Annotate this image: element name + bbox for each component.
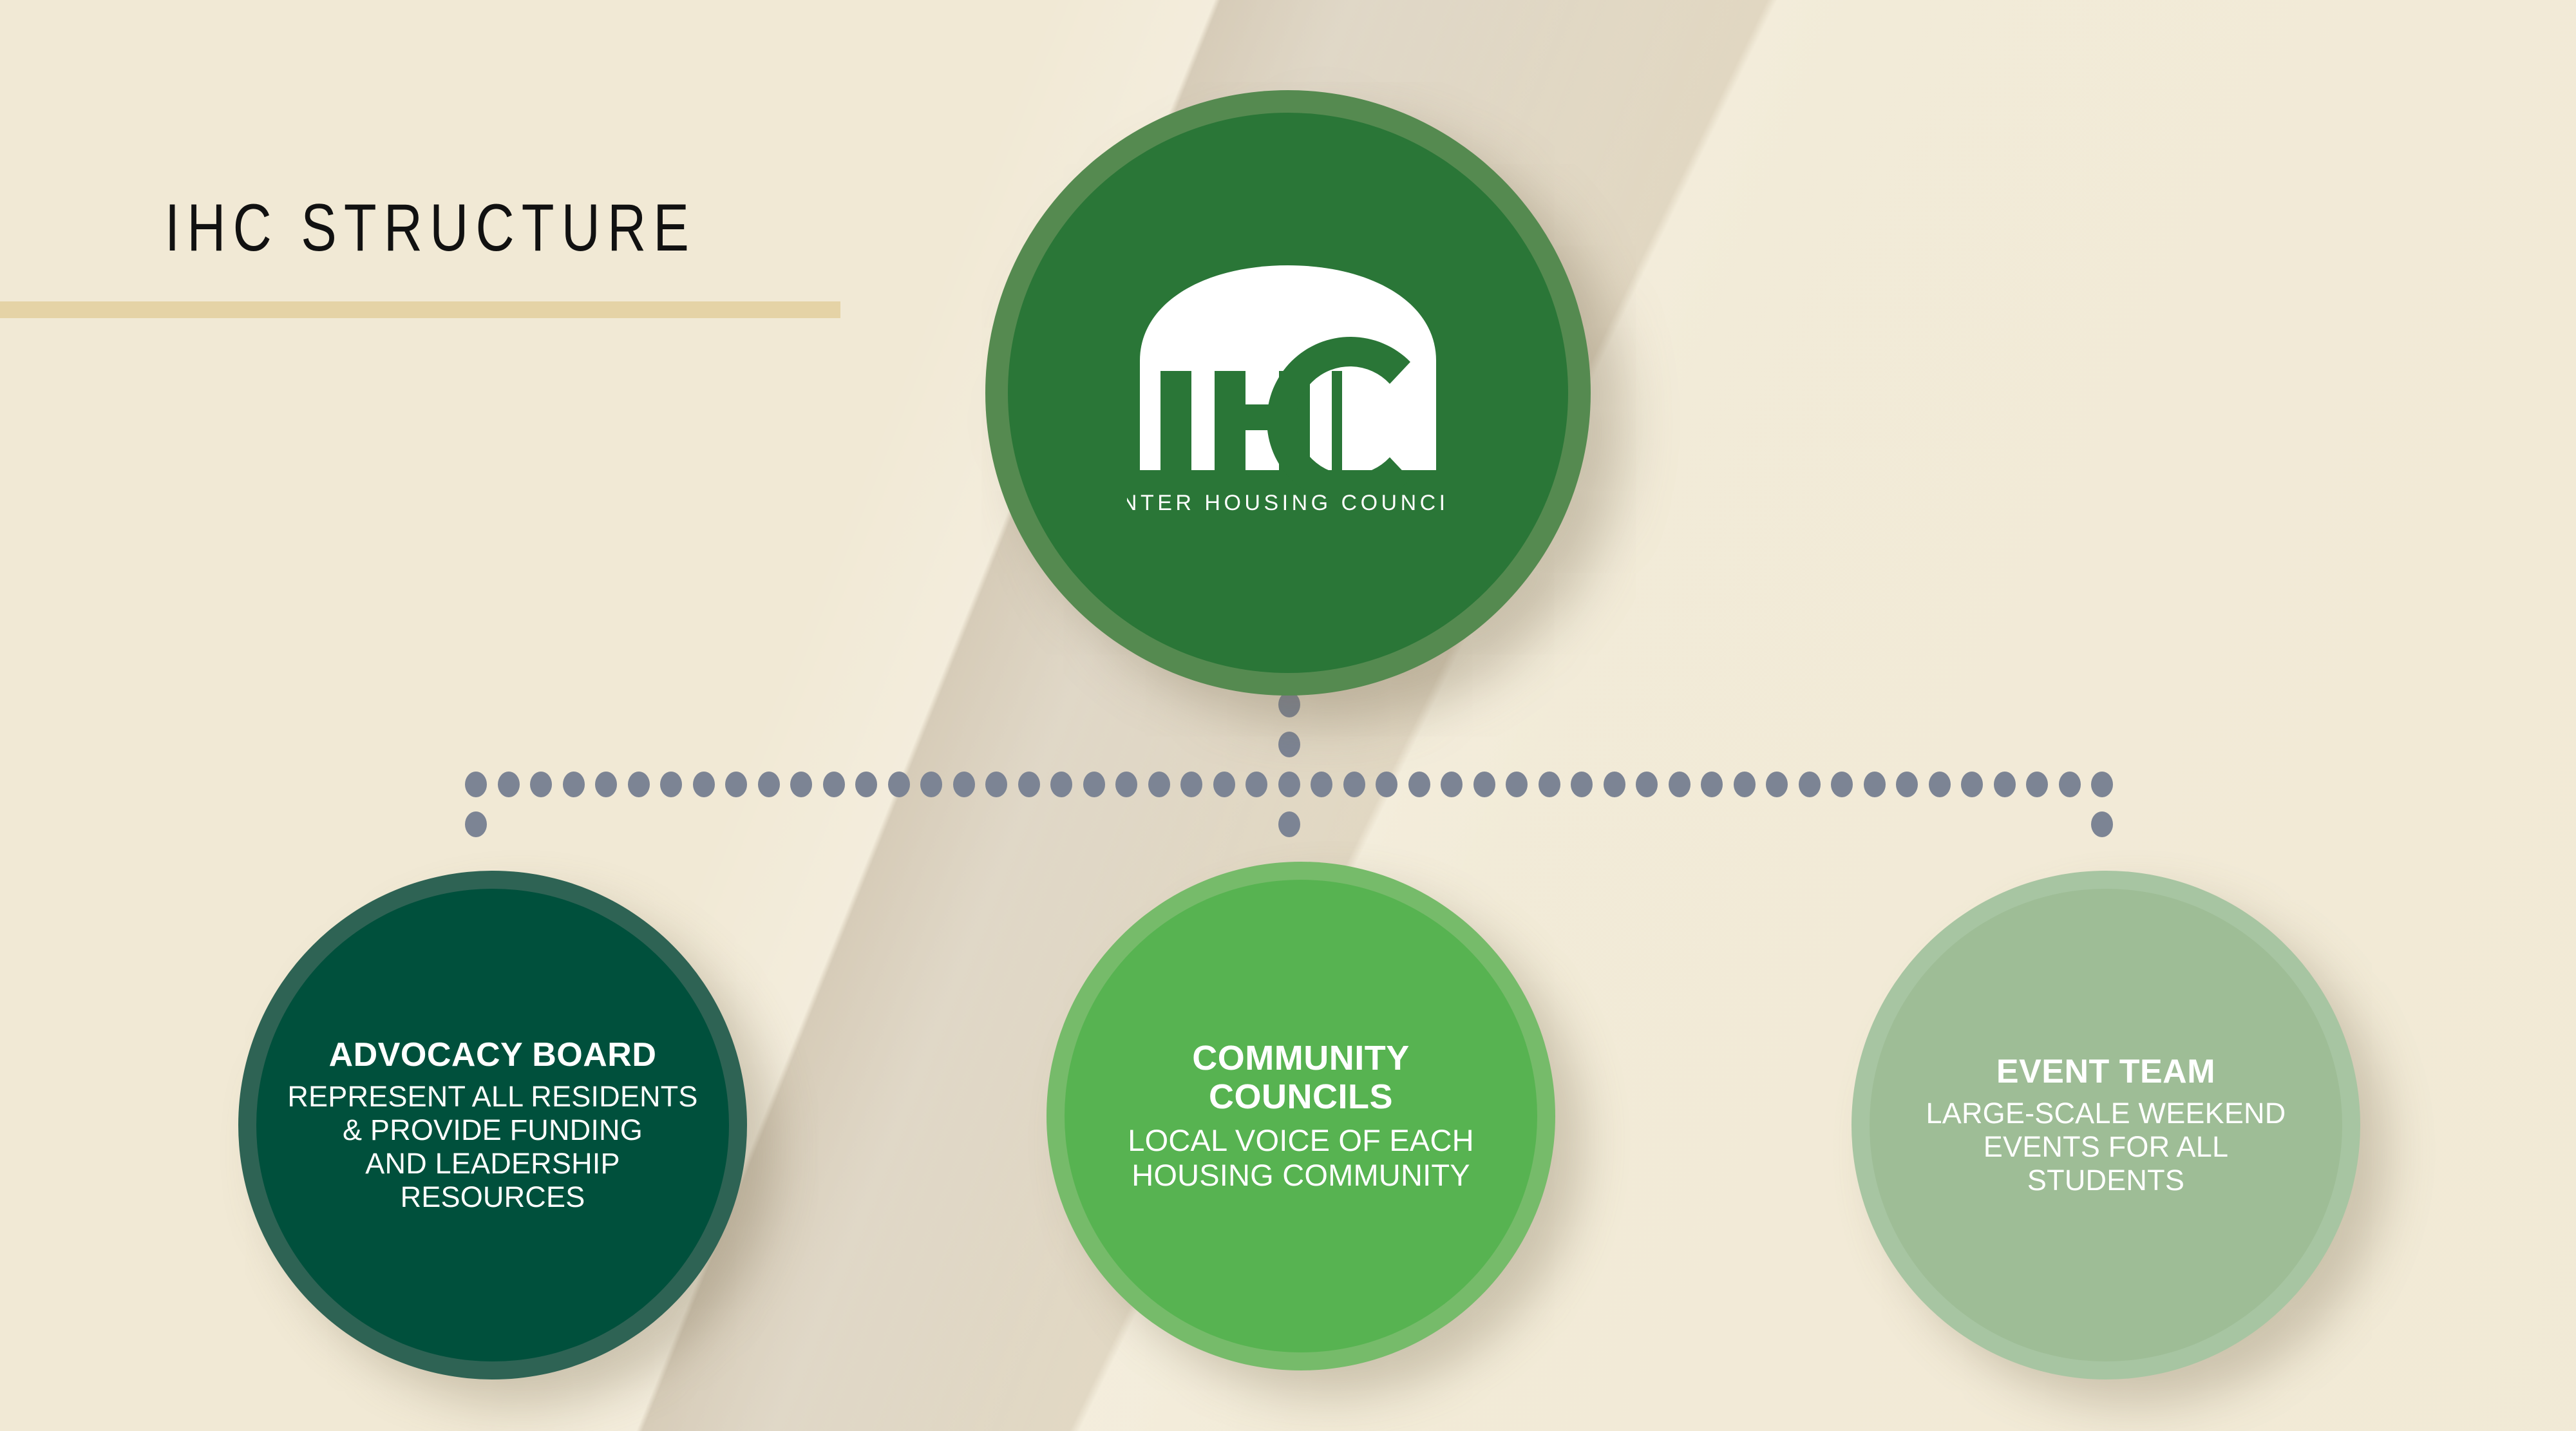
desc-line: AND LEADERSHIP (365, 1147, 620, 1180)
connector-dot (1115, 772, 1137, 797)
node-community-councils[interactable]: COMMUNITY COUNCILS LOCAL VOICE OF EACH H… (1046, 862, 1555, 1370)
title-line: COMMUNITY (1192, 1039, 1410, 1078)
connector-drop-dot-left (465, 811, 487, 837)
connector-dot (2091, 772, 2113, 797)
connector-dot (823, 772, 845, 797)
desc-line: LOCAL VOICE OF EACH (1128, 1123, 1474, 1157)
connector-dot (1473, 772, 1495, 797)
connector-dot (1441, 772, 1463, 797)
page-title: IHC STRUCTURE (165, 191, 697, 265)
desc-line: HOUSING COMMUNITY (1132, 1158, 1470, 1193)
title-line: COUNCILS (1209, 1077, 1393, 1117)
node-community-councils-body: COMMUNITY COUNCILS LOCAL VOICE OF EACH H… (1065, 880, 1537, 1352)
connector-dot (628, 772, 650, 797)
desc-line: STUDENTS (2027, 1164, 2185, 1197)
connector-dot (2059, 772, 2081, 797)
connector-dot (1148, 772, 1170, 797)
title-underline-rule (0, 301, 840, 318)
connector-dot (1961, 772, 1983, 797)
connector-dot (1180, 772, 1202, 797)
node-advocacy-board-description: REPRESENT ALL RESIDENTS & PROVIDE FUNDIN… (287, 1080, 697, 1215)
connector-stem-dot (1278, 692, 1300, 717)
ihc-logo-circle[interactable]: INTER HOUSING COUNCIL (985, 90, 1591, 696)
node-advocacy-board[interactable]: ADVOCACY BOARD REPRESENT ALL RESIDENTS &… (238, 871, 747, 1379)
desc-line: & PROVIDE FUNDING (343, 1113, 643, 1146)
connector-dot (1669, 772, 1690, 797)
connector-dot (1343, 772, 1365, 797)
connector-stem-dot (1278, 732, 1300, 757)
desc-line: REPRESENT ALL RESIDENTS (287, 1079, 698, 1113)
connector-dot (985, 772, 1007, 797)
ihc-house-dome-icon: INTER HOUSING COUNCIL (1127, 265, 1449, 515)
connector-dot (2026, 772, 2048, 797)
node-event-team[interactable]: EVENT TEAM LARGE-SCALE WEEKEND EVENTS FO… (1852, 871, 2360, 1379)
connector-dot (1766, 772, 1788, 797)
node-advocacy-board-body: ADVOCACY BOARD REPRESENT ALL RESIDENTS &… (256, 889, 729, 1361)
page-title-block: IHC STRUCTURE (0, 191, 850, 318)
ihc-logo-core: INTER HOUSING COUNCIL (1008, 113, 1568, 673)
connector-dot (1083, 772, 1105, 797)
connector-dot (1994, 772, 2016, 797)
connector-dot (1213, 772, 1235, 797)
connector-drop-dot-center (1278, 811, 1300, 837)
connector-dot (1604, 772, 1625, 797)
connector-dot (888, 772, 910, 797)
node-community-councils-title: COMMUNITY COUNCILS (1192, 1039, 1409, 1117)
connector-dot (953, 772, 975, 797)
connector-drop-dot-right (2091, 811, 2113, 837)
connector-dot (1831, 772, 1853, 797)
connector-dot (530, 772, 552, 797)
connector-dot (595, 772, 617, 797)
connector-dot (855, 772, 877, 797)
desc-line: LARGE-SCALE WEEKEND (1926, 1096, 2286, 1130)
connector-dot (758, 772, 780, 797)
connector-dot (1018, 772, 1040, 797)
connector-dot (1864, 772, 1886, 797)
connector-dot (1929, 772, 1951, 797)
connector-dot (1245, 772, 1267, 797)
node-community-councils-description: LOCAL VOICE OF EACH HOUSING COMMUNITY (1128, 1123, 1473, 1193)
connector-dot (1896, 772, 1918, 797)
node-event-team-title: EVENT TEAM (1996, 1052, 2216, 1090)
connector-dot (1376, 772, 1397, 797)
connector-dot (1636, 772, 1658, 797)
connector-dot (465, 772, 487, 797)
node-event-team-body: EVENT TEAM LARGE-SCALE WEEKEND EVENTS FO… (1870, 889, 2342, 1361)
connector-dot (693, 772, 715, 797)
connector-dot (1408, 772, 1430, 797)
connector-dot (790, 772, 812, 797)
node-event-team-description: LARGE-SCALE WEEKEND EVENTS FOR ALL STUDE… (1926, 1097, 2286, 1198)
connector-dot (920, 772, 942, 797)
connector-dot (1799, 772, 1821, 797)
connector-dot (725, 772, 747, 797)
connector-dot (1278, 772, 1300, 797)
desc-line: RESOURCES (400, 1180, 585, 1214)
node-advocacy-board-title: ADVOCACY BOARD (328, 1036, 657, 1074)
connector-dot (1311, 772, 1332, 797)
connector-dot (1701, 772, 1723, 797)
connector-dot (1539, 772, 1560, 797)
connector-dot (660, 772, 682, 797)
desc-line: EVENTS FOR ALL (1983, 1130, 2229, 1164)
connector-dot (498, 772, 520, 797)
connector-dot (1506, 772, 1528, 797)
connector-dot (563, 772, 585, 797)
connector-dot (1050, 772, 1072, 797)
connector-dot (1734, 772, 1756, 797)
connector-dot (1571, 772, 1593, 797)
ihc-logo-tagline: INTER HOUSING COUNCIL (1127, 491, 1449, 515)
